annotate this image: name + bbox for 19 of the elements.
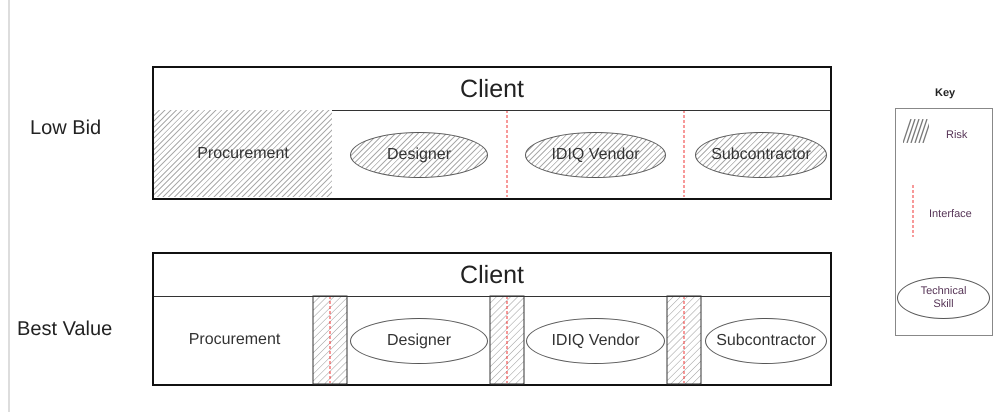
organisation-panel	[152, 66, 832, 200]
panel-heading: Client	[459, 261, 525, 290]
role-ellipse: IDIQ Vendor	[525, 132, 666, 178]
row-label: Best Value	[17, 318, 112, 341]
legend-text: Interface	[929, 208, 972, 220]
role-ellipse: Subcontractor	[705, 318, 827, 364]
legend-text: Technical Skill	[920, 285, 968, 311]
role-cell	[154, 110, 332, 197]
legend-text: Risk	[946, 129, 968, 141]
role-label: Procurement	[188, 330, 280, 348]
row-label: Low Bid	[30, 117, 102, 140]
role-ellipse: IDIQ Vendor	[526, 318, 665, 364]
key-heading: Key	[935, 87, 956, 99]
role-ellipse: Designer	[350, 132, 488, 178]
role-label: Procurement	[197, 144, 289, 162]
panel-heading: Client	[459, 75, 525, 104]
organisation-panel	[152, 252, 832, 386]
role-ellipse: Subcontractor	[695, 132, 827, 178]
role-ellipse: Designer	[350, 318, 488, 364]
